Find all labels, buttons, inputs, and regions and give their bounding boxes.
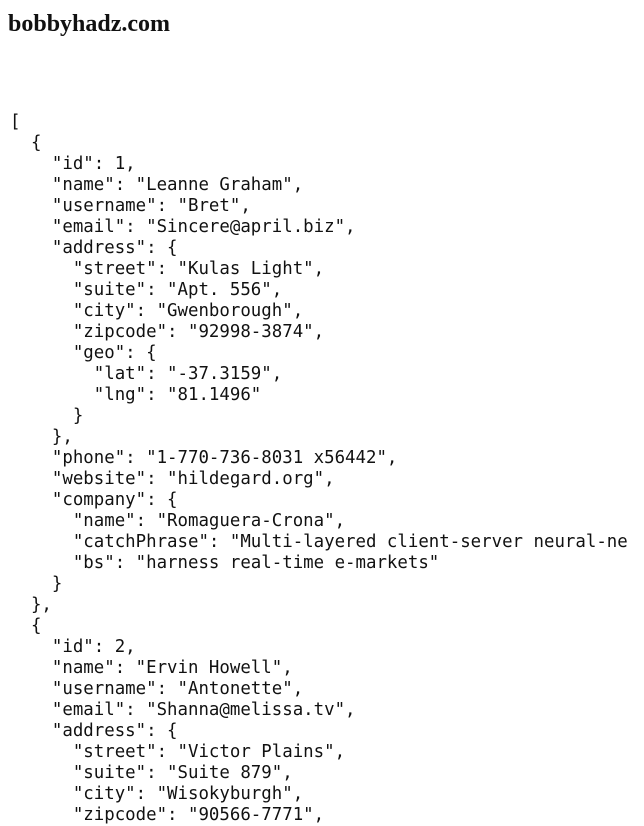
json-line: "city": "Wisokyburgh", <box>10 784 304 804</box>
json-line: "address": { <box>10 721 178 741</box>
json-output: [ { "id": 1, "name": "Leanne Graham", "u… <box>10 112 628 826</box>
json-line: "name": "Romaguera-Crona", <box>10 511 346 531</box>
json-line: }, <box>10 595 52 615</box>
json-line: "username": "Bret", <box>10 196 251 216</box>
json-line: "phone": "1-770-736-8031 x56442", <box>10 448 398 468</box>
json-line: { <box>10 616 42 636</box>
json-line: "name": "Leanne Graham", <box>10 175 304 195</box>
json-line: "geo": { <box>10 343 157 363</box>
json-line: "email": "Shanna@melissa.tv", <box>10 700 356 720</box>
json-line: } <box>10 406 84 426</box>
site-title: bobbyhadz.com <box>8 11 171 37</box>
json-line: "company": { <box>10 490 178 510</box>
json-line: "website": "hildegard.org", <box>10 469 335 489</box>
json-line: "suite": "Apt. 556", <box>10 280 283 300</box>
json-line: "street": "Victor Plains", <box>10 742 346 762</box>
json-line: "zipcode": "90566-7771", <box>10 805 325 825</box>
json-line: "street": "Kulas Light", <box>10 259 325 279</box>
json-line: "city": "Gwenborough", <box>10 301 304 321</box>
json-line: "suite": "Suite 879", <box>10 763 293 783</box>
json-line: "id": 2, <box>10 637 136 657</box>
json-line: "lat": "-37.3159", <box>10 364 283 384</box>
json-line: "address": { <box>10 238 178 258</box>
json-line: }, <box>10 427 73 447</box>
json-line: "username": "Antonette", <box>10 679 304 699</box>
json-line: "lng": "81.1496" <box>10 385 262 405</box>
json-line: [ <box>10 112 21 132</box>
json-line: "catchPhrase": "Multi-layered client-ser… <box>10 532 628 552</box>
json-line: "id": 1, <box>10 154 136 174</box>
json-line: { <box>10 133 42 153</box>
json-line: "email": "Sincere@april.biz", <box>10 217 356 237</box>
json-line: "name": "Ervin Howell", <box>10 658 293 678</box>
json-line: "bs": "harness real-time e-markets" <box>10 553 440 573</box>
json-line: "zipcode": "92998-3874", <box>10 322 325 342</box>
json-line: } <box>10 574 63 594</box>
